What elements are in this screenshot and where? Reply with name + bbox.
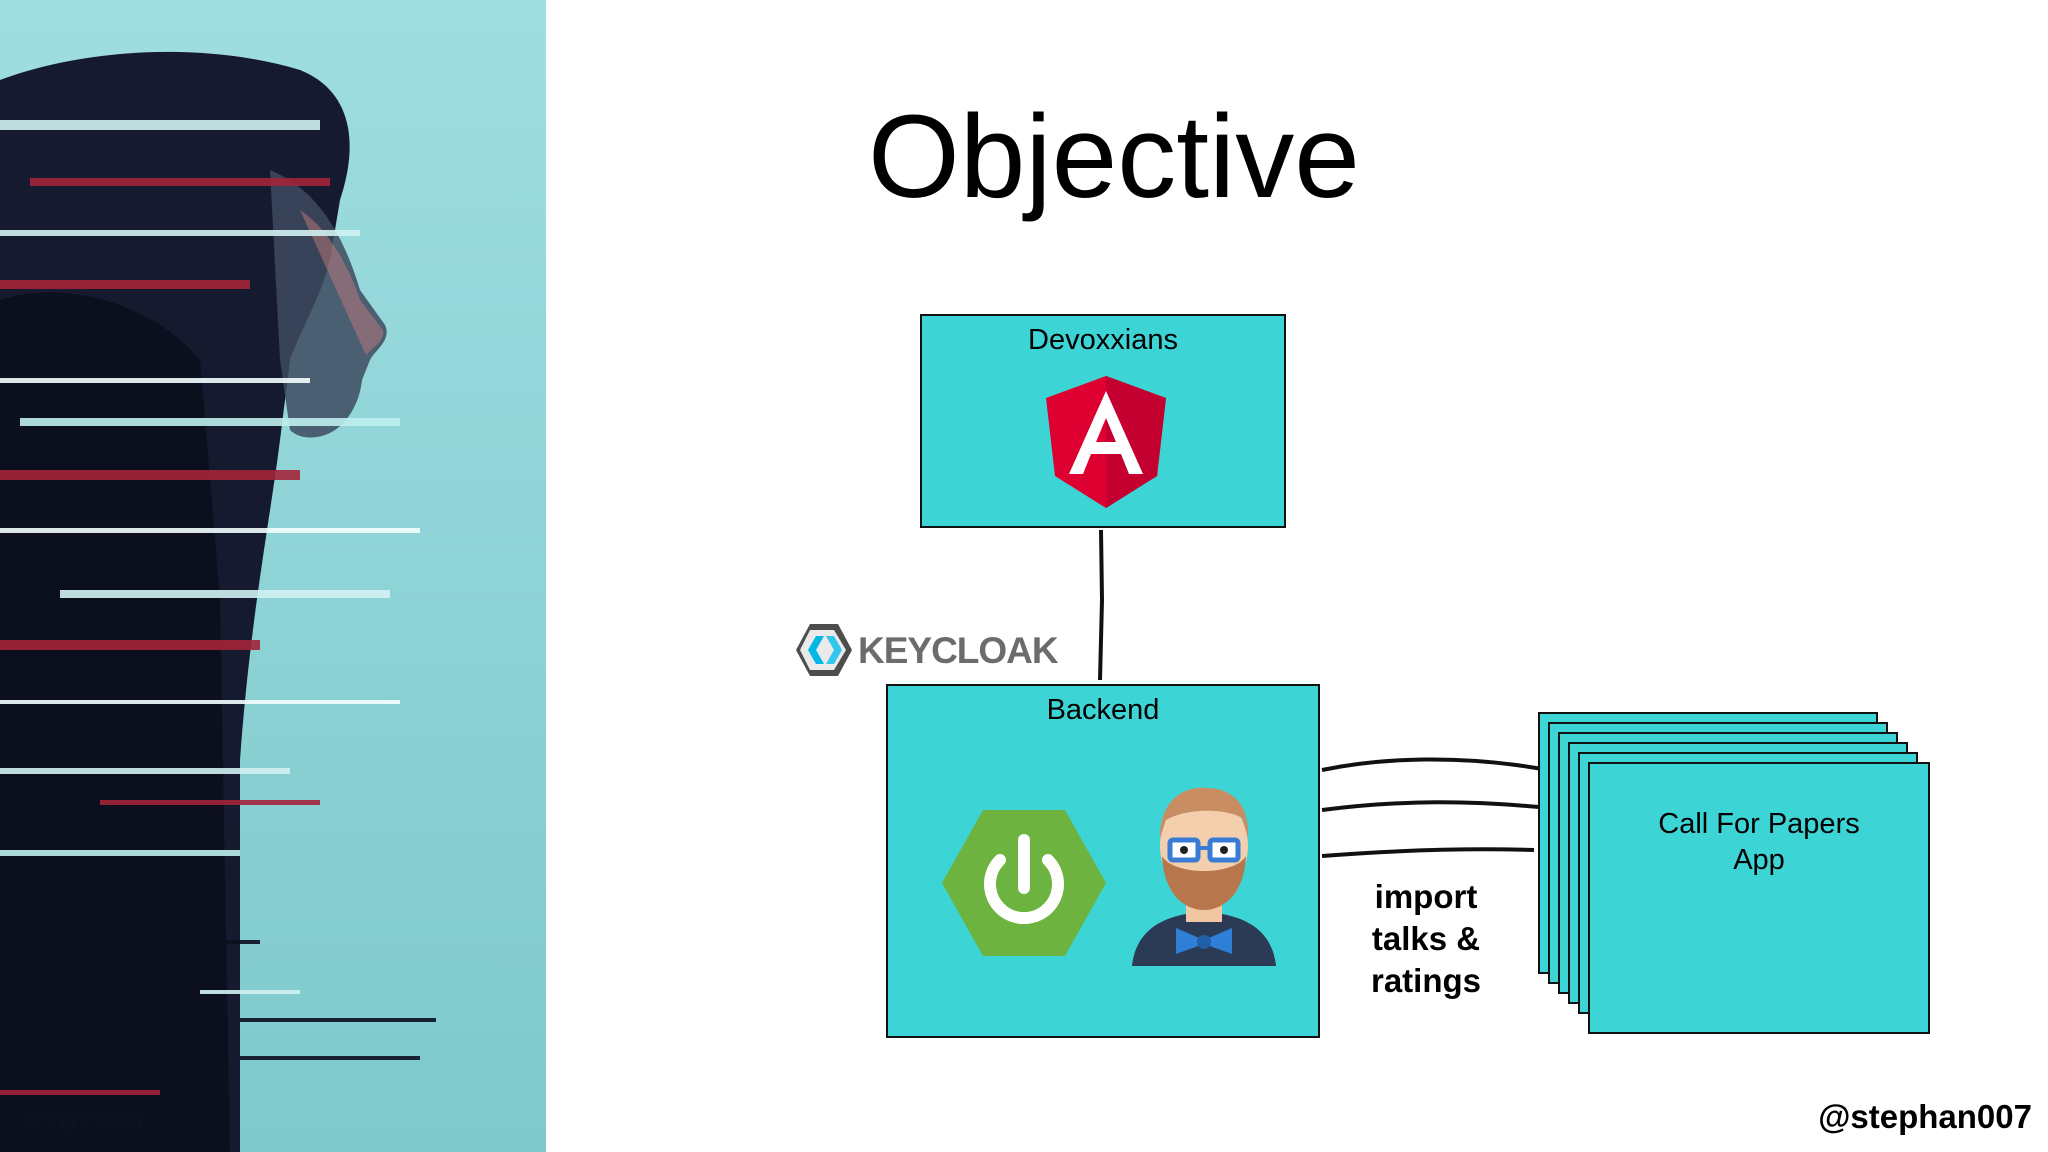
slide-title: Objective [868, 91, 1360, 223]
cfp-node: Call For Papers App [1588, 762, 1930, 1034]
devoxxians-node: Devoxxians [920, 314, 1286, 528]
backend-label: Backend [1046, 694, 1160, 726]
import-edge-label: import talks & ratings [1356, 876, 1496, 1002]
angular-shield-icon [1046, 376, 1166, 513]
edge-label-line-1: import [1374, 878, 1478, 915]
edge-devoxxians-backend [1098, 529, 1105, 681]
keycloak-text: KEYCLOAK [858, 630, 1059, 671]
cfp-label-line-2: App [1733, 844, 1785, 876]
keycloak-hexagon-icon [796, 622, 852, 683]
backend-node: Backend [886, 684, 1320, 1038]
devoxxians-label: Devoxxians [1028, 324, 1178, 356]
edge-label-line-3: ratings [1370, 962, 1482, 999]
edge-backend-cfp-line-3 [1321, 847, 1535, 858]
keycloak-badge: KEYCLOAK [796, 622, 1060, 678]
event-hashtag: #Voxxed [24, 1104, 146, 1137]
developer-avatar-icon [1126, 778, 1282, 971]
spring-boot-power-icon [942, 808, 1106, 963]
glitch-hooded-figure-image [0, 0, 546, 1152]
speaker-handle: @stephan007 [1818, 1098, 2032, 1135]
cfp-label-line-1: Call For Papers [1658, 808, 1860, 840]
edge-label-line-2: talks & [1371, 920, 1481, 957]
edge-backend-cfp-line-1 [1321, 757, 1549, 772]
edge-backend-cfp-line-2 [1321, 800, 1549, 812]
